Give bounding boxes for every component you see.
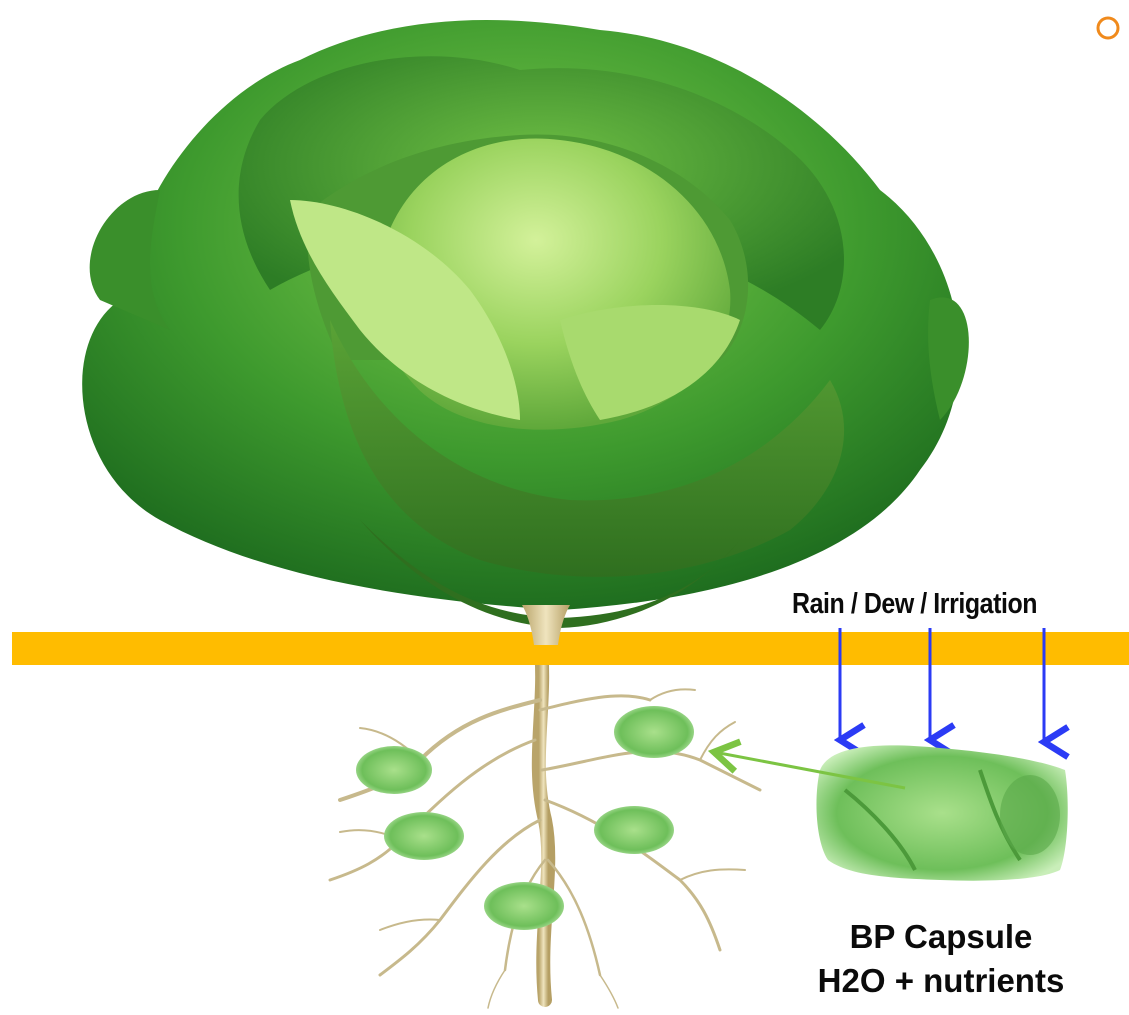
circle-outline-icon	[1098, 18, 1118, 38]
root-capsule	[614, 706, 694, 758]
water-sources-label: Rain / Dew / Irrigation	[792, 588, 1037, 621]
capsule-contents-label: H2O + nutrients	[792, 962, 1090, 1000]
capsule-icon	[816, 745, 1067, 880]
root-capsules	[356, 706, 694, 930]
root-capsule	[356, 746, 432, 794]
capsule-caption: BP Capsule H2O + nutrients	[792, 918, 1090, 1010]
root-capsule	[384, 812, 464, 860]
root-capsule	[484, 882, 564, 930]
capsule-name-label: BP Capsule	[792, 918, 1090, 956]
ground-line	[12, 632, 1129, 665]
root-capsule	[594, 806, 674, 854]
cabbage-icon	[82, 20, 969, 628]
